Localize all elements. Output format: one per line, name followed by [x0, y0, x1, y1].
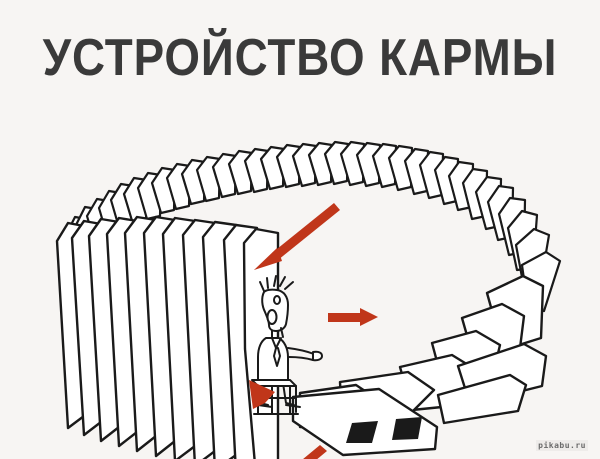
pikabu-watermark: pikabu.ru	[536, 440, 588, 451]
annotation-arrows	[249, 203, 378, 459]
arm	[287, 347, 315, 355]
karma-domino-illustration	[55, 140, 562, 459]
hand	[312, 350, 323, 362]
standing-dominoes-front	[55, 215, 280, 459]
hair-icon	[259, 275, 294, 292]
mouth	[266, 309, 278, 325]
torso	[257, 337, 289, 384]
fallen-dominoes	[291, 274, 548, 457]
arrow-falling-chain	[254, 203, 340, 270]
arrow-last-domino	[249, 380, 327, 459]
domino-group-upper-right	[403, 147, 527, 257]
foot-right	[285, 404, 301, 408]
eye	[273, 295, 281, 305]
foot-left	[257, 404, 273, 408]
domino-group-top-far	[259, 140, 414, 192]
tie	[273, 347, 281, 367]
page-title: УСТРОЙСТВО КАРМЫ	[42, 29, 558, 87]
seated-man	[257, 275, 323, 408]
arrow-push-domino	[328, 308, 378, 326]
